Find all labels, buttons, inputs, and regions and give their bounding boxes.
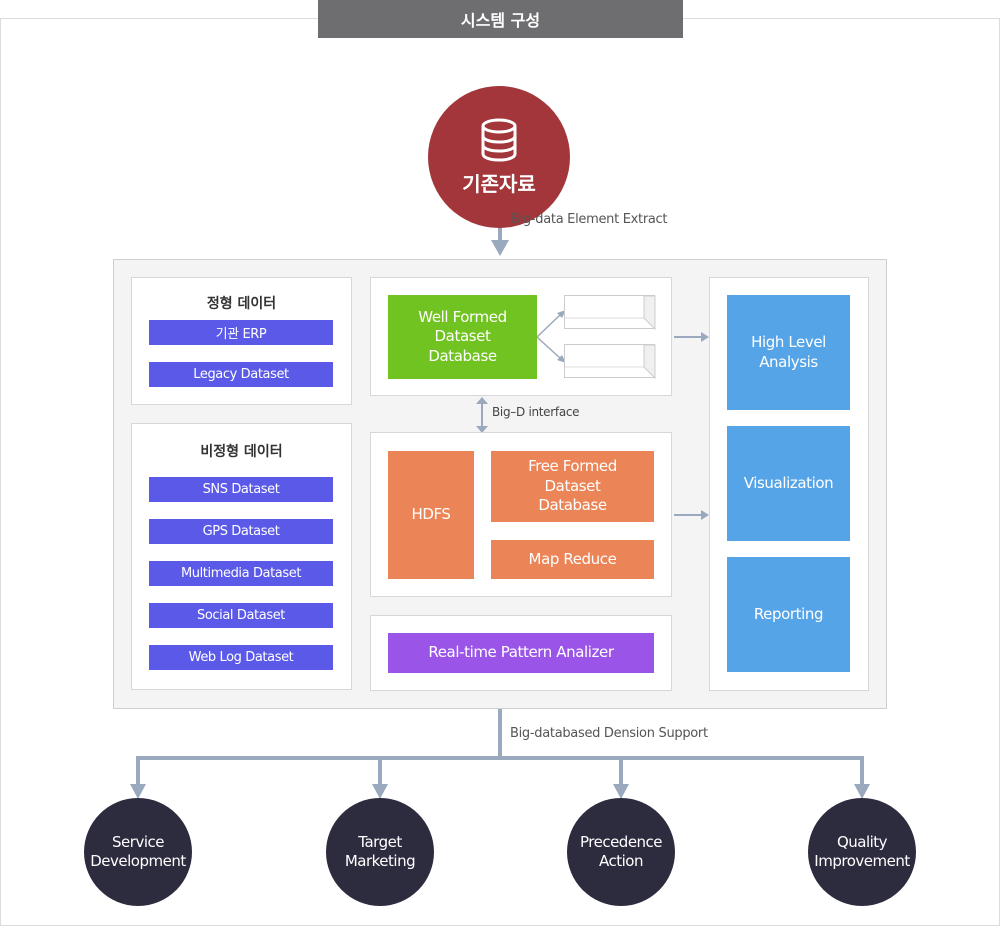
free-formed-line-3: Database: [538, 496, 607, 515]
outcome-target-marketing: Target Marketing: [326, 798, 434, 906]
high-level-line-1: High Level: [751, 333, 826, 351]
dataset-item-gps: GPS Dataset: [149, 519, 333, 544]
free-formed-line-2: Dataset: [544, 476, 601, 495]
outcome-precedence-action: Precedence Action: [567, 798, 675, 906]
high-level-line-2: Analysis: [759, 352, 818, 371]
unstructured-data-title: 비정형 데이터: [200, 444, 283, 460]
outcome-arrowhead-4: [854, 784, 870, 799]
structured-data-title: 정형 데이터: [206, 296, 277, 312]
dataset-item-multimedia: Multimedia Dataset: [149, 561, 333, 586]
outcome-3-line-2: Action: [599, 852, 643, 870]
outcome-4-line-2: Improvement: [814, 852, 910, 870]
outcome-service-development: Service Development: [84, 798, 192, 906]
page-title: 시스템 구성: [318, 0, 683, 38]
dataset-item-weblog: Web Log Dataset: [149, 645, 333, 670]
source-node: 기존자료: [428, 86, 570, 228]
database-icon: [481, 118, 517, 162]
support-label: Big-databased Dension Support: [510, 726, 708, 741]
outcome-arrowhead-2: [372, 784, 388, 799]
well-formed-line-3: Database: [428, 346, 497, 365]
realtime-pattern-analizer: Real-time Pattern Analizer: [388, 633, 654, 673]
placeholder-box-2: [564, 344, 656, 379]
well-formed-database: Well Formed Dataset Database: [388, 295, 537, 379]
dataset-item-legacy: Legacy Dataset: [149, 362, 333, 387]
well-formed-line-1: Well Formed: [418, 307, 507, 326]
hdfs-box: HDFS: [388, 451, 474, 579]
dataset-item-social: Social Dataset: [149, 603, 333, 628]
outcome-arrowhead-3: [613, 784, 629, 799]
outcome-2-line-1: Target: [358, 833, 402, 852]
outcome-quality-improvement: Quality Improvement: [808, 798, 916, 906]
map-reduce-box: Map Reduce: [491, 540, 654, 579]
high-level-analysis-box: High Level Analysis: [727, 295, 850, 410]
outcome-arrowhead-1: [130, 784, 146, 799]
branch-arrows: [537, 310, 566, 363]
analysis-arrows: [674, 332, 709, 520]
dataset-item-erp: 기관 ERP: [149, 320, 333, 345]
well-formed-line-2: Dataset: [434, 327, 491, 346]
placeholder-box-1: [564, 295, 656, 330]
interface-arrow: [476, 397, 488, 433]
reporting-box: Reporting: [727, 557, 850, 672]
free-formed-line-1: Free Formed: [528, 457, 617, 476]
source-label: 기존자료: [462, 171, 536, 196]
outcome-3-line-1: Precedence: [579, 833, 663, 852]
outcome-1-line-2: Development: [90, 852, 186, 870]
outcome-2-line-2: Marketing: [344, 852, 416, 870]
outcome-4-line-1: Quality: [836, 833, 888, 852]
interface-label: Big–D interface: [492, 405, 580, 419]
extract-label: Big-data Element Extract: [511, 212, 668, 227]
visualization-box: Visualization: [727, 426, 850, 541]
extract-arrowhead: [491, 240, 509, 256]
free-formed-database: Free Formed Dataset Database: [491, 451, 654, 522]
dataset-item-sns: SNS Dataset: [149, 477, 333, 502]
outcome-1-line-1: Service: [112, 833, 164, 852]
